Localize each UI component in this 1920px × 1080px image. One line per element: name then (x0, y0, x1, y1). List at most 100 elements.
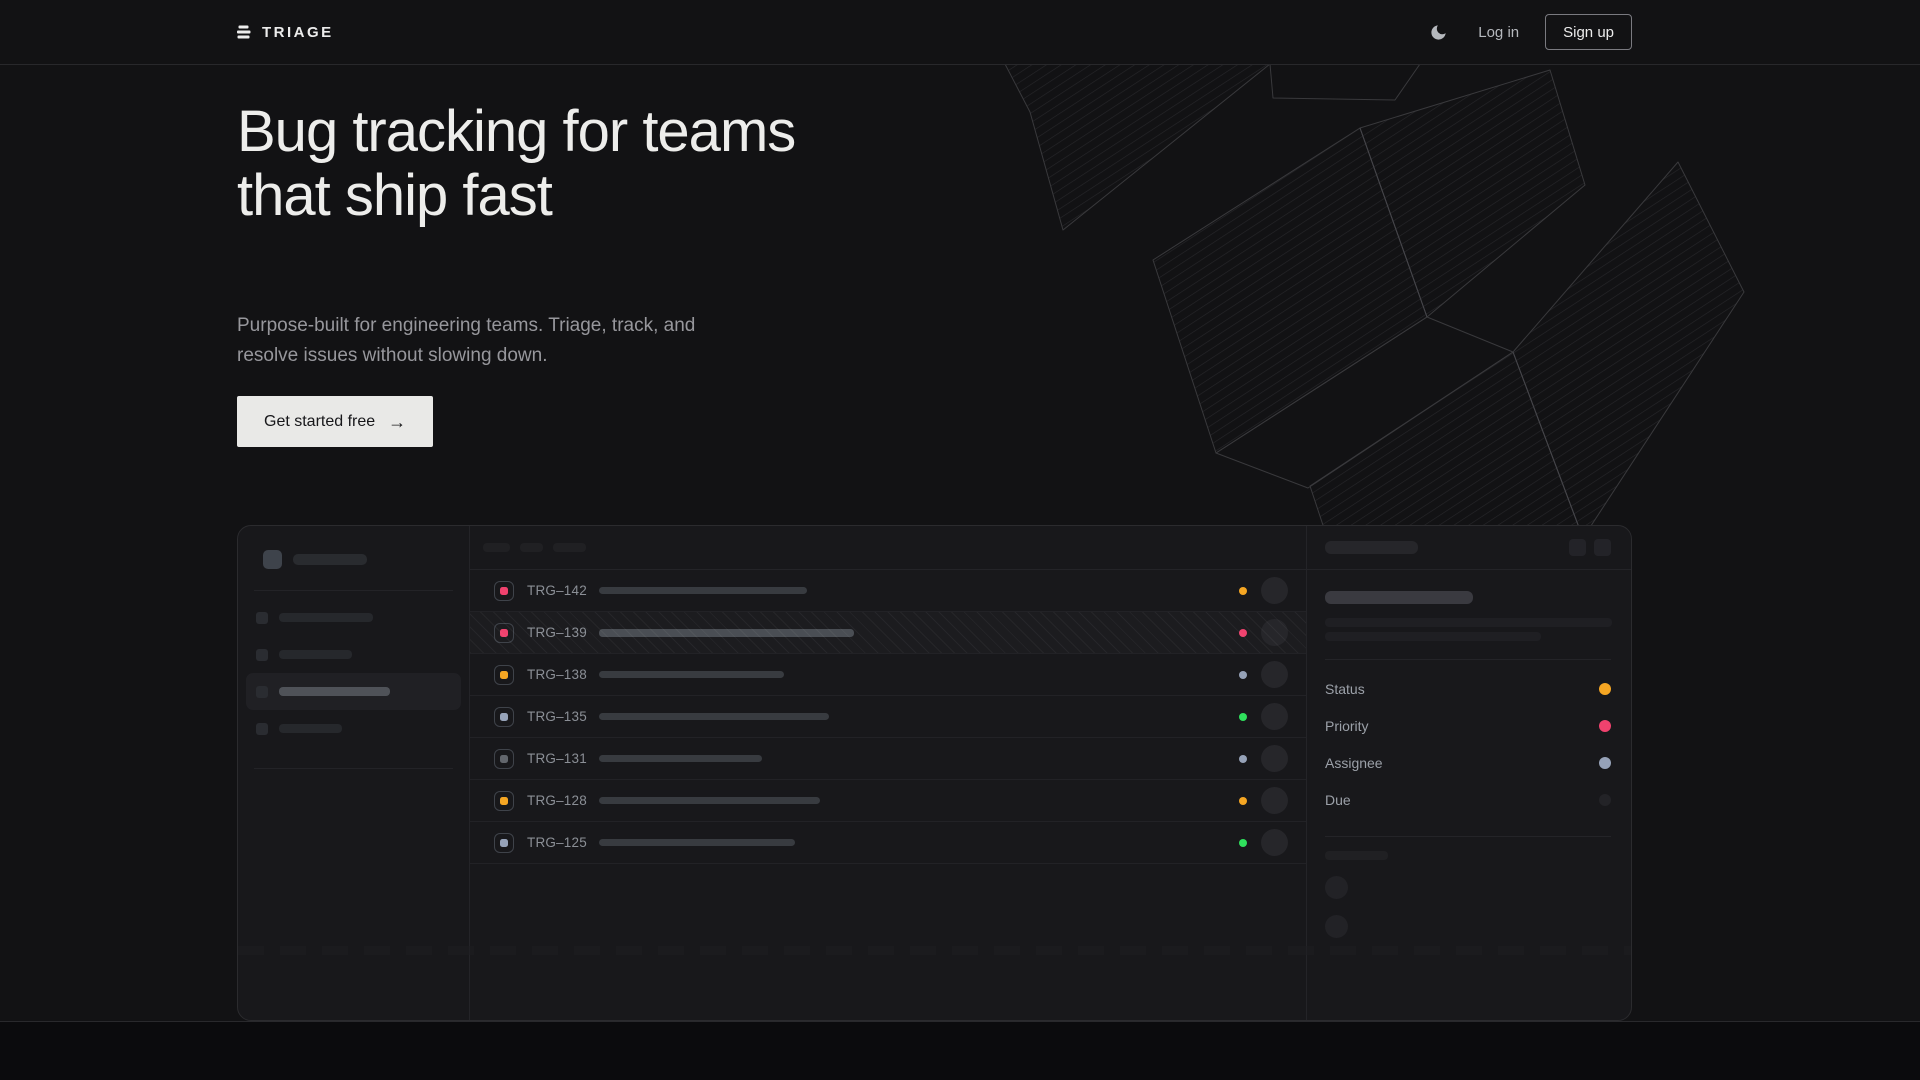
detail-panel-header (1307, 526, 1631, 570)
issue-id: TRG–135 (527, 709, 587, 724)
issue-title-bar-placeholder (599, 628, 854, 637)
app-mockup-card: TRG–142 TRG–139 TRG–138 TRG–135 TRG–131 (237, 525, 1632, 1021)
issue-type-icon (494, 706, 514, 727)
issue-id: TRG–125 (527, 835, 587, 850)
sidebar-item-label-placeholder (279, 650, 352, 659)
sidebar-nav-item (246, 599, 461, 636)
panel-action-placeholder (1569, 539, 1586, 556)
sidebar-divider (254, 768, 453, 769)
sidebar-nav-item (246, 636, 461, 673)
issue-type-icon (494, 622, 514, 643)
panel-divider (1325, 836, 1611, 837)
issue-title-bar-placeholder (599, 797, 820, 804)
issue-type-icon (494, 832, 514, 853)
issue-id: TRG–131 (527, 751, 587, 766)
nav-actions: Log in Sign up (1425, 0, 1632, 64)
panel-action-placeholder (1594, 539, 1611, 556)
panel-title-placeholder (1325, 541, 1418, 554)
list-tab-placeholder (553, 543, 586, 552)
sidebar-nav-item (246, 710, 461, 747)
assignee-avatar (1261, 829, 1288, 856)
issue-type-icon (494, 580, 514, 601)
triage-logo-icon (237, 25, 252, 39)
issue-row: TRG–131 (470, 738, 1306, 780)
workspace-name-placeholder (293, 554, 367, 565)
hero-title: Bug tracking for teams that ship fast (237, 99, 796, 228)
footer-band (0, 1021, 1920, 1080)
field-value-dot (1599, 682, 1611, 695)
issue-type-icon (494, 748, 514, 769)
assignee-avatar (1261, 787, 1288, 814)
detail-panel-body: Status Priority Assignee Due (1307, 591, 1631, 938)
issue-title-bar-placeholder (599, 839, 795, 846)
issue-row: TRG–142 (470, 570, 1306, 612)
mockup-sidebar (238, 526, 470, 1020)
issue-row: TRG–139 (470, 612, 1306, 654)
activity-section-placeholder (1325, 851, 1388, 860)
issue-title-placeholder (1325, 591, 1473, 604)
field-value-dot (1599, 793, 1611, 806)
assignee-avatar (1261, 661, 1288, 688)
brand[interactable]: TRIAGE (237, 0, 334, 64)
signup-button[interactable]: Sign up (1545, 14, 1632, 50)
issue-type-icon (494, 664, 514, 685)
cta-label: Get started free (264, 412, 376, 430)
issue-row: TRG–125 (470, 822, 1306, 864)
hero-title-line1: Bug tracking for teams (237, 99, 796, 164)
login-link[interactable]: Log in (1478, 23, 1520, 41)
field-label: Assignee (1325, 754, 1383, 771)
assignee-avatar (1261, 619, 1288, 646)
assignee-avatar (1261, 703, 1288, 730)
sidebar-item-label-placeholder (279, 613, 373, 622)
list-tab-placeholder (520, 543, 543, 552)
sidebar-item-icon (256, 611, 268, 624)
sidebar-nav-item-active (246, 673, 461, 710)
issue-row: TRG–128 (470, 780, 1306, 822)
activity-avatar (1325, 876, 1348, 899)
sidebar-item-icon (256, 685, 268, 698)
issue-id: TRG–139 (527, 625, 587, 640)
assignee-avatar (1261, 745, 1288, 772)
mockup-sidebar-nav (246, 599, 461, 747)
issue-description-placeholder (1325, 632, 1541, 641)
issue-row: TRG–138 (470, 654, 1306, 696)
theme-toggle-button[interactable] (1425, 19, 1452, 46)
detail-field-row: Status (1325, 670, 1611, 707)
issue-title-bar-placeholder (599, 671, 784, 678)
detail-field-row: Due (1325, 781, 1611, 818)
issue-description-placeholder (1325, 618, 1612, 627)
issue-rows: TRG–142 TRG–139 TRG–138 TRG–135 TRG–131 (470, 570, 1306, 864)
issue-title-bar-placeholder (599, 587, 807, 594)
issue-row: TRG–135 (470, 696, 1306, 738)
status-dot (1239, 628, 1247, 637)
card-dashed-texture (238, 946, 1631, 955)
moon-icon (1429, 23, 1448, 42)
top-nav: TRIAGE Log in Sign up (0, 0, 1920, 65)
mockup-issue-list: TRG–142 TRG–139 TRG–138 TRG–135 TRG–131 (470, 526, 1306, 1020)
issue-title-bar-placeholder (599, 755, 762, 762)
hero-title-line2: that ship fast (237, 163, 553, 228)
issue-id: TRG–142 (527, 583, 587, 598)
assignee-avatar (1261, 577, 1288, 604)
list-tab-placeholder (483, 543, 510, 552)
workspace-avatar (263, 550, 282, 569)
sidebar-item-icon (256, 722, 268, 735)
detail-field-row: Priority (1325, 707, 1611, 744)
mockup-workspace-row (263, 550, 453, 569)
issue-id: TRG–138 (527, 667, 587, 682)
hero-subtitle: Purpose-built for engineering teams. Tri… (237, 315, 696, 366)
status-dot (1239, 796, 1247, 805)
field-value-dot (1599, 719, 1611, 732)
sidebar-item-icon (256, 648, 268, 661)
status-dot (1239, 838, 1247, 847)
get-started-button[interactable]: Get started free → (237, 396, 434, 447)
brand-name: TRIAGE (262, 23, 334, 41)
issue-type-icon (494, 790, 514, 811)
detail-field-row: Assignee (1325, 744, 1611, 781)
field-label: Due (1325, 791, 1351, 808)
status-dot (1239, 754, 1247, 763)
activity-avatar (1325, 915, 1348, 938)
field-value-dot (1599, 756, 1611, 769)
issue-list-header (470, 526, 1306, 570)
sidebar-divider (254, 590, 453, 591)
